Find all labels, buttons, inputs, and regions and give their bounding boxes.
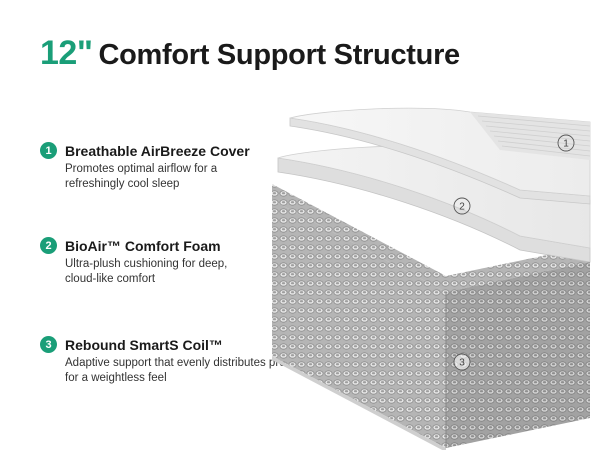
layer-description: Promotes optimal airflow for a refreshin… [65, 162, 340, 192]
layer-item-cover: 1 Breathable AirBreeze Cover Promotes op… [40, 142, 340, 192]
layer-name: BioAir™ Comfort Foam [65, 237, 221, 254]
layer-description: Adaptive support that evenly distributes… [65, 356, 340, 386]
mattress-size: 12" [40, 34, 93, 72]
marker-1: 1 [557, 134, 575, 152]
marker-3: 3 [453, 353, 471, 371]
layer-item-coil: 3 Rebound SmartS Coil™ Adaptive support … [40, 336, 340, 386]
marker-label: 3 [459, 358, 465, 369]
title-text: Comfort Support Structure [98, 39, 460, 71]
number-badge-icon: 2 [40, 237, 57, 254]
coil-layer [272, 184, 590, 450]
layer-name: Rebound SmartS Coil™ [65, 336, 223, 353]
marker-label: 2 [459, 202, 465, 213]
number-badge-icon: 3 [40, 336, 57, 353]
layer-name: Breathable AirBreeze Cover [65, 142, 250, 159]
description-line: refreshingly cool sleep [65, 178, 180, 190]
description-line: Promotes optimal airflow for a [65, 163, 218, 175]
page-title: 12" Comfort Support Structure [40, 34, 460, 73]
number-badge-icon: 1 [40, 142, 57, 159]
description-line: for a weightless feel [65, 372, 167, 384]
description-line: cloud-like comfort [65, 273, 156, 285]
layer-item-foam: 2 BioAir™ Comfort Foam Ultra-plush cushi… [40, 237, 340, 287]
marker-2: 2 [453, 197, 471, 215]
cover-layer [289, 107, 591, 205]
description-line: Adaptive support that evenly distributes… [65, 357, 314, 369]
marker-label: 1 [563, 139, 569, 150]
description-line: Ultra-plush cushioning for deep, [65, 258, 228, 270]
layer-description: Ultra-plush cushioning for deep, cloud-l… [65, 257, 340, 287]
